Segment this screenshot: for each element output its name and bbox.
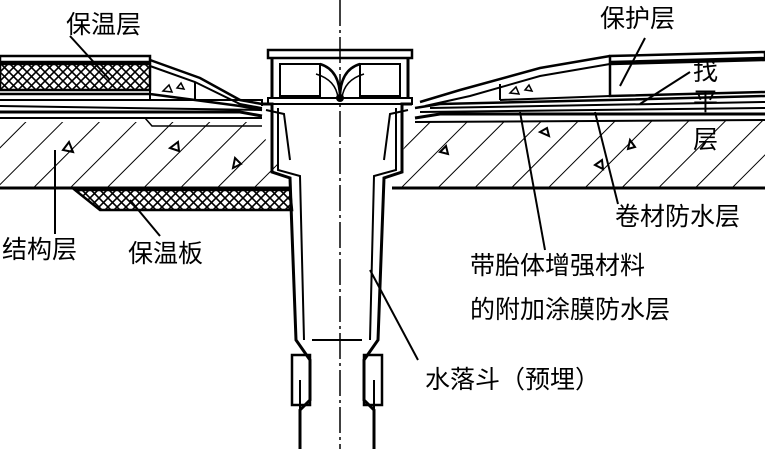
label-roof-drain: 水落斗（预埋） (425, 365, 600, 394)
right-roof-layers (414, 50, 765, 123)
label-reinforced-coating-line1: 带胎体增强材料 (470, 251, 645, 280)
label-leveling-layer-1: 找 (693, 57, 718, 86)
label-membrane-waterproof-layer: 卷材防水层 (615, 202, 740, 231)
roof-drain-funnel (262, 102, 412, 449)
left-roof-layers (0, 54, 263, 127)
label-insulation-board: 保温板 (128, 239, 203, 268)
label-structural-layer: 结构层 (2, 235, 77, 264)
insulation-board (71, 188, 294, 212)
leader-lines (54, 35, 691, 361)
label-leveling-layer-2: 平 (693, 87, 718, 116)
label-protective-layer: 保护层 (600, 4, 675, 33)
label-insulation-layer: 保温层 (66, 10, 141, 39)
label-leveling-layer-3: 层 (693, 125, 718, 154)
label-reinforced-coating-line2: 的附加涂膜防水层 (470, 295, 670, 324)
structural-slab (0, 120, 765, 190)
